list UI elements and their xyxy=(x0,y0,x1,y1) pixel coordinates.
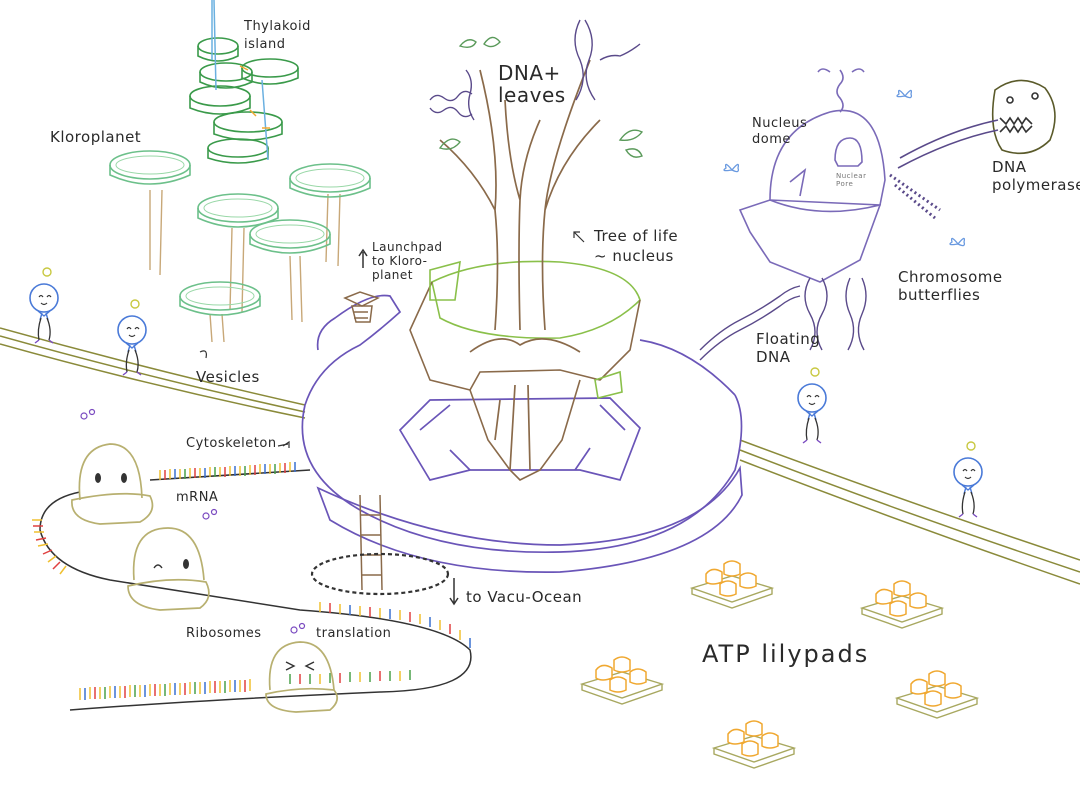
label-kloroplanet: Kloroplanet xyxy=(50,128,142,146)
vesicles-arrow xyxy=(199,350,207,359)
ribosomes xyxy=(71,443,339,713)
tree-arrow xyxy=(573,231,585,243)
label-nuclear-pore: Nuclear Pore xyxy=(836,172,867,188)
label-vesicles: Vesicles xyxy=(196,368,260,386)
chromosome-butterflies xyxy=(723,89,966,247)
central-platform xyxy=(301,294,743,573)
label-dna-polymerase: DNA polymerase xyxy=(992,158,1080,194)
ladder-to-vacu-ocean xyxy=(310,494,459,606)
vesicle-creatures xyxy=(29,267,983,518)
label-floating-dna: Floating DNA xyxy=(756,330,821,366)
label-dna-leaves: DNA+ leaves xyxy=(498,61,566,107)
dna-leaves xyxy=(429,19,644,158)
label-chromosome-butterflies: Chromosome butterflies xyxy=(898,268,1003,304)
launchpad xyxy=(343,248,380,323)
label-thylakoid-island: Thylakoid island xyxy=(244,19,311,52)
dna-polymerase xyxy=(889,79,1056,220)
floating-dna xyxy=(699,277,867,361)
floating-island xyxy=(409,260,641,481)
nucleus-dome xyxy=(738,68,886,283)
label-translation: translation xyxy=(316,626,392,641)
label-ribosomes: Ribosomes xyxy=(186,626,262,641)
label-launchpad: Launchpad to Kloro- planet xyxy=(372,240,443,282)
label-tree-of-life: Tree of life ~ nucleus xyxy=(594,227,679,265)
tree-of-life xyxy=(439,59,601,471)
thylakoid-island xyxy=(189,37,299,164)
label-nucleus-dome: Nucleus dome xyxy=(752,116,808,147)
ribosome-faces xyxy=(80,408,315,671)
kloroplanet-discs xyxy=(109,150,371,343)
label-vacu-ocean: to Vacu-Ocean xyxy=(466,588,583,606)
mrna-strand xyxy=(32,462,472,711)
label-mrna: mRNA xyxy=(176,490,219,505)
cytoskeleton-filaments xyxy=(0,327,1080,585)
label-atp-lilypads: ATP lilypads xyxy=(702,640,870,668)
cytoskeleton-arrow xyxy=(277,440,290,448)
label-cytoskeleton: Cytoskeleton xyxy=(186,436,277,451)
